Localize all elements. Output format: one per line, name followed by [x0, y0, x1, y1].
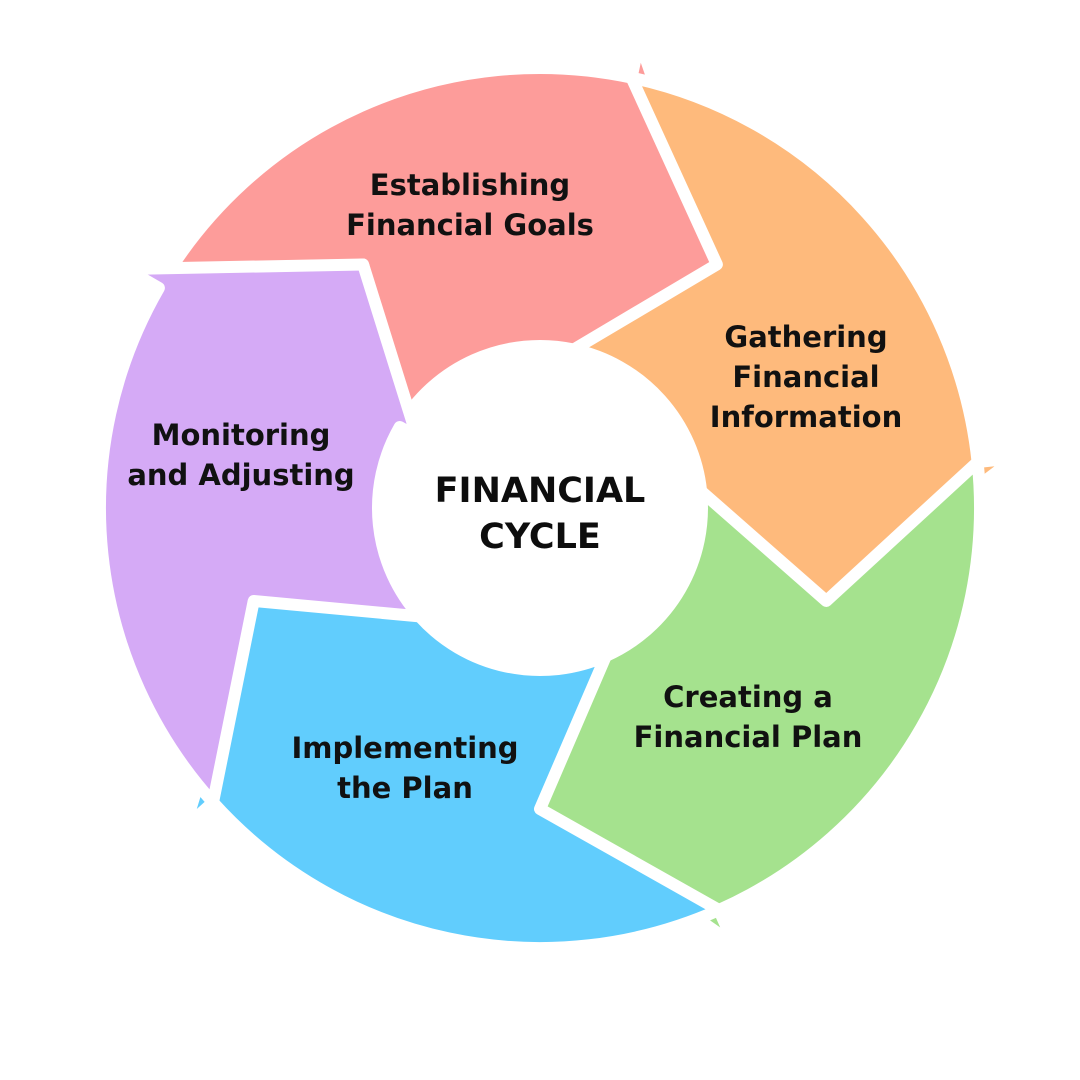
label-monitoring-and-adjusting: Monitoring and Adjusting	[127, 415, 354, 495]
label-monitoring-line-2: and Adjusting	[127, 458, 355, 492]
label-gathering-line-2: Financial	[732, 360, 880, 394]
cycle-segment-implementing	[178, 595, 725, 955]
label-gathering-line-3: Information	[709, 400, 903, 434]
label-creating-line-2: Financial Plan	[633, 720, 863, 754]
center-title-line-2: CYCLE	[479, 517, 601, 557]
label-creating-a-financial-plan: Creating a Financial Plan	[634, 677, 863, 757]
cycle-segment-creating	[534, 456, 986, 951]
center-disc	[382, 350, 698, 666]
label-establishing-line-1: Establishing	[369, 168, 571, 202]
label-establishing-line-2: Financial Goals	[346, 208, 594, 242]
cycle-segment-gathering	[567, 71, 1022, 607]
label-implementing-line-2: the Plan	[337, 771, 473, 805]
label-establishing-financial-goals: Establishing Financial Goals	[346, 165, 594, 245]
label-gathering-financial-information: Gathering Financial Information	[710, 317, 902, 437]
label-gathering-line-1: Gathering	[724, 320, 888, 354]
label-monitoring-line-1: Monitoring	[151, 418, 331, 452]
cycle-segment-establishing	[152, 34, 723, 433]
label-implementing-line-1: Implementing	[291, 731, 519, 765]
label-creating-line-1: Creating a	[663, 680, 833, 714]
center-title-line-1: FINANCIAL	[434, 471, 646, 511]
label-implementing-the-plan: Implementing the Plan	[291, 728, 518, 808]
cycle-segments	[94, 34, 1022, 955]
cycle-segment-monitoring	[94, 258, 426, 809]
center-title: FINANCIAL CYCLE	[435, 468, 646, 560]
